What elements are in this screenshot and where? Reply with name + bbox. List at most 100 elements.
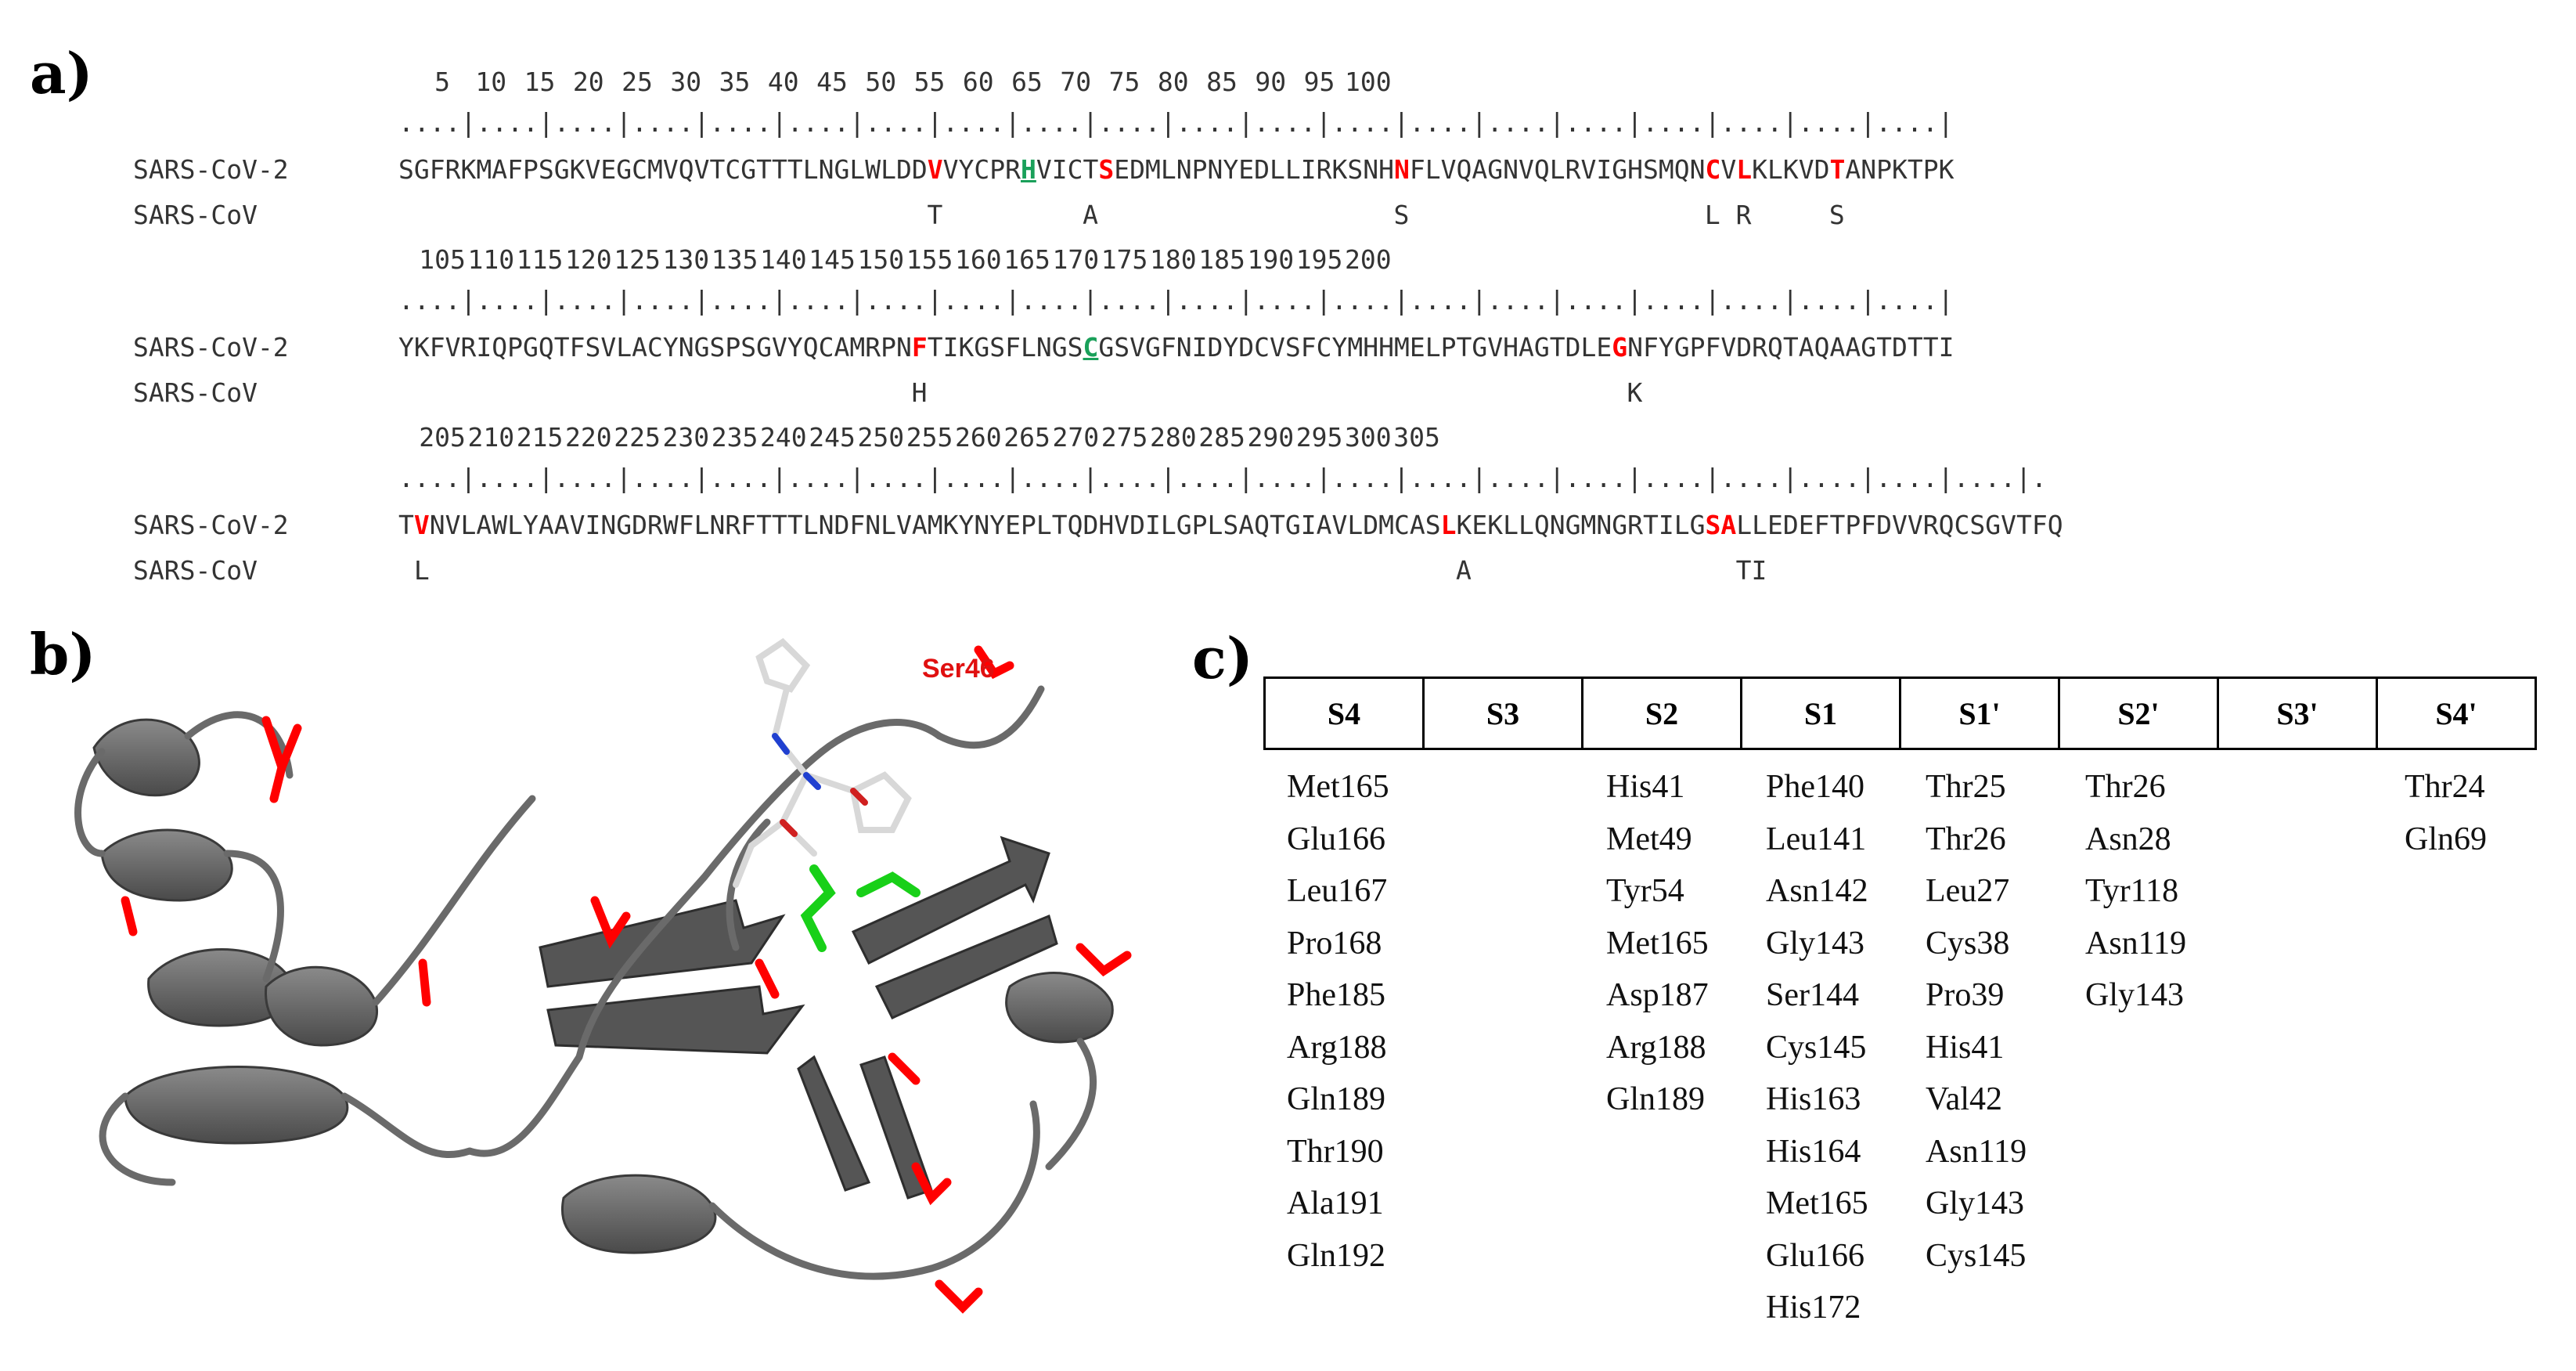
residue-entry: Glu166: [1287, 821, 1385, 857]
alignment-position-number: 210: [467, 422, 515, 453]
residue-entry: Thr190: [1287, 1133, 1384, 1170]
residue-entry: Asn28: [2085, 821, 2171, 857]
alignment-position-number: 65: [1011, 67, 1043, 97]
sequence-sars-cov-2: SGFRKMAFPSGKVEGCMVQVTCGTTTLNGLWLDDVVYCPR…: [398, 154, 1955, 185]
alignment-position-number: 40: [767, 67, 799, 97]
alignment-position-number: 200: [1344, 244, 1392, 275]
alignment-position-number: 255: [906, 422, 953, 453]
residue-entry: His164: [1766, 1133, 1861, 1170]
residue-entry: Thr26: [1926, 821, 2006, 857]
alignment-position-number: 70: [1060, 67, 1092, 97]
domain-i-ii-helices: [561, 972, 1114, 1254]
seq-name-sars-cov-2: SARS-CoV-2: [133, 332, 289, 363]
alignment-position-number: 240: [759, 422, 807, 453]
ligand-heteroatoms: [772, 733, 868, 837]
residue-entry: Leu167: [1287, 873, 1388, 909]
alignment-position-number: 145: [809, 244, 856, 275]
residue-entry: Tyr54: [1606, 873, 1684, 909]
subsite-header: S1: [1740, 676, 1901, 750]
alignment-position-number: 20: [572, 67, 604, 97]
sequence-sars-cov-2: YKFVRIQPGQTFSVLACYNGSPSGVYQCAMRPNFTIKGSF…: [398, 332, 1955, 363]
panel-label-c: c): [1192, 625, 1253, 691]
alignment-position-number: 305: [1393, 422, 1440, 453]
alignment-position-number: 120: [564, 244, 612, 275]
alignment-position-number: 35: [719, 67, 751, 97]
ser46-label: Ser46: [922, 654, 995, 684]
alignment-position-number: 190: [1247, 244, 1295, 275]
alignment-position-number: 215: [516, 422, 564, 453]
alignment-position-number: 115: [516, 244, 564, 275]
alignment-position-number: 220: [564, 422, 612, 453]
alignment-position-number: 270: [1052, 422, 1100, 453]
residue-entry: Cys145: [1766, 1029, 1867, 1066]
residue-entry: Arg188: [1606, 1029, 1706, 1066]
residue-entry: Glu166: [1766, 1237, 1864, 1274]
residue-entry: Gln192: [1287, 1237, 1385, 1274]
residue-entry: Met165: [1606, 925, 1709, 962]
alignment-position-number: 60: [962, 67, 994, 97]
alignment-position-number: 95: [1303, 67, 1335, 97]
domain-iii-helices: [92, 718, 378, 1145]
residue-entry: Met49: [1606, 821, 1692, 857]
domain-i-ii-loops: [575, 685, 1097, 1280]
residue-entry: Asn119: [2085, 925, 2187, 962]
alignment-position-number: 295: [1295, 422, 1343, 453]
mutation-sites: [121, 645, 1132, 1314]
alignment-position-number: 280: [1149, 422, 1197, 453]
residue-entry: Gln189: [1606, 1081, 1705, 1117]
alignment-position-number: 55: [913, 67, 946, 97]
alignment-position-number: 250: [857, 422, 905, 453]
residue-entry: Met165: [1287, 769, 1389, 805]
alignment-position-number: 185: [1198, 244, 1245, 275]
sequence-sars-cov-differences: H K: [398, 377, 1954, 408]
alignment-position-number: 140: [759, 244, 807, 275]
alignment-position-number: 130: [662, 244, 710, 275]
catalytic-dyad: [800, 864, 921, 952]
subsite-header: S1': [1899, 676, 2060, 750]
alignment-position-number: 25: [621, 67, 653, 97]
protein-structure-figure: [74, 637, 1132, 1314]
residue-entry: Cys38: [1926, 925, 2010, 962]
alignment-position-number: 85: [1206, 67, 1238, 97]
alignment-position-number: 125: [614, 244, 661, 275]
ligand-stick: [733, 637, 912, 888]
domain-iii-loops: [74, 711, 536, 1186]
subsite-header: S4': [2376, 676, 2537, 750]
residue-entry: Gly143: [2085, 977, 2184, 1013]
residue-entry: Thr25: [1926, 769, 2006, 805]
subsite-header: S2: [1581, 676, 1742, 750]
sequence-sars-cov-differences: L A TI: [398, 555, 2078, 586]
alignment-position-number: 225: [614, 422, 661, 453]
subsite-header: S3: [1422, 676, 1583, 750]
residue-entry: Phe140: [1766, 769, 1864, 805]
alignment-position-number: 205: [419, 422, 466, 453]
alignment-position-number: 165: [1003, 244, 1050, 275]
seq-name-sars-cov: SARS-CoV: [133, 377, 258, 408]
alignment-position-number: 50: [865, 67, 897, 97]
alignment-ruler: ....|....|....|....|....|....|....|....|…: [398, 107, 1954, 138]
residue-entry: Met165: [1766, 1185, 1868, 1221]
alignment-position-number: 10: [475, 67, 507, 97]
alignment-position-number: 30: [670, 67, 702, 97]
alignment-position-number: 150: [857, 244, 905, 275]
alignment-position-number: 155: [906, 244, 953, 275]
residue-entry: Leu27: [1926, 873, 2010, 909]
seq-name-sars-cov: SARS-CoV: [133, 200, 258, 230]
alignment-ruler: ....|....|....|....|....|....|....|....|…: [398, 285, 1954, 316]
sequence-sars-cov-differences: T A S L R S: [398, 200, 1954, 230]
residue-entry: Gly143: [1766, 925, 1864, 962]
alignment-position-number: 15: [524, 67, 556, 97]
residue-entry: Thr26: [2085, 769, 2166, 805]
seq-name-sars-cov-2: SARS-CoV-2: [133, 510, 289, 540]
residue-entry: Thr24: [2405, 769, 2485, 805]
residue-entry: His41: [1926, 1029, 2005, 1066]
alignment-position-number: 80: [1157, 67, 1189, 97]
alignment-position-number: 275: [1101, 422, 1148, 453]
alignment-position-number: 175: [1101, 244, 1148, 275]
residue-entry: Arg188: [1287, 1029, 1387, 1066]
inter-domain-linker: [468, 1055, 582, 1157]
